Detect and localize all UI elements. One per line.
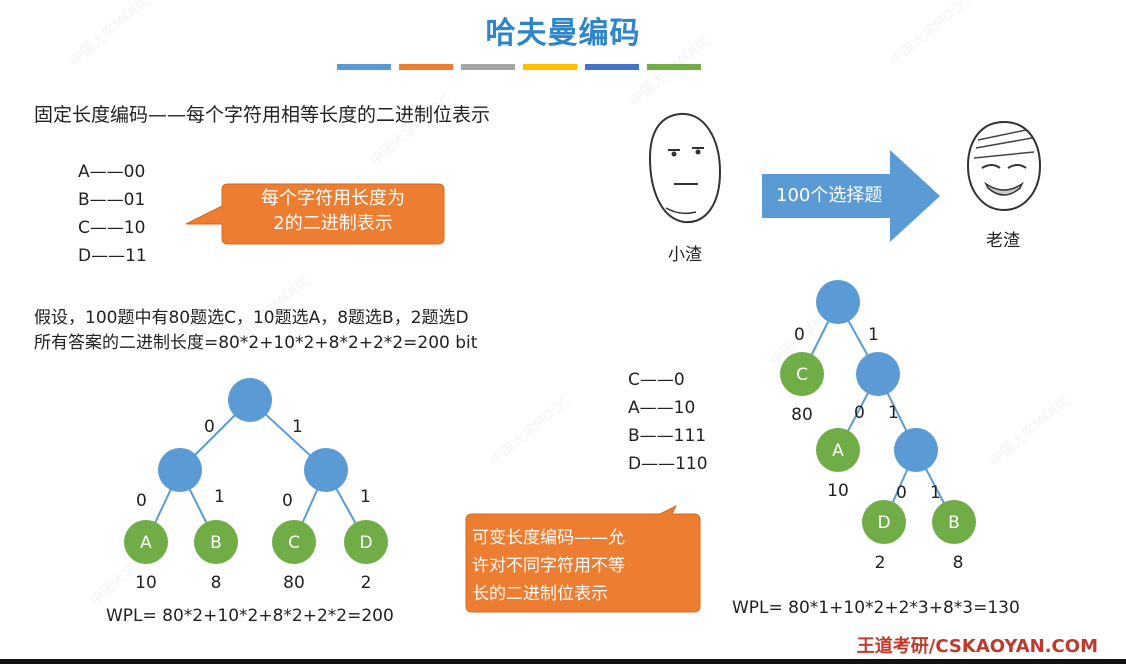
variable-code-item: B——111 — [628, 426, 707, 446]
tree-edge-label: 0 — [204, 417, 215, 437]
tree-leaf-node — [862, 500, 906, 544]
tree-weight-label: 8 — [211, 573, 222, 593]
face-left-label: 小渣 — [668, 245, 702, 265]
fixed-code-item: C——10 — [78, 218, 146, 238]
tree-edge-label: 0 — [794, 325, 805, 345]
tree-edge-label: 0 — [136, 491, 147, 511]
callout-variable-shape — [465, 504, 701, 613]
arrow-label: 100个选择题 — [776, 185, 883, 206]
title-underline-segment — [585, 64, 639, 70]
assumption-line: 假设，100题中有80题选C，10题选A，8题选B，2题选D — [34, 308, 469, 328]
tree-leaf-label: C — [288, 533, 300, 553]
poker-face-icon — [648, 112, 722, 224]
grin-face-icon — [966, 120, 1042, 212]
tree-weight-label: 2 — [361, 573, 372, 593]
variable-code-item: A——10 — [628, 398, 696, 418]
tree-leaf-label: B — [210, 533, 222, 553]
fixed-code-item: A——00 — [78, 162, 146, 182]
brand-footer: 王道考研/CSKAOYAN.COM — [856, 636, 1098, 657]
callout-variable-line: 许对不同字符用不等 — [472, 556, 625, 576]
tree-leaf-node — [780, 352, 824, 396]
face-right-label: 老渣 — [986, 231, 1020, 251]
tree-edge-label: 1 — [888, 403, 899, 423]
tree-edge-label: 1 — [868, 325, 879, 345]
tree-internal-node — [228, 378, 272, 422]
tree-weight-label: 10 — [827, 481, 849, 501]
tree-edge-label: 1 — [360, 487, 371, 507]
callout-variable: 可变长度编码——允 许对不同字符用不等 长的二进制位表示 — [472, 524, 698, 608]
assumption-line: 所有答案的二进制长度=80*2+10*2+8*2+2*2=200 bit — [34, 333, 478, 353]
tree-edge-label: 1 — [930, 483, 941, 503]
fixed-length-heading: 固定长度编码——每个字符用相等长度的二进制位表示 — [34, 104, 491, 126]
bottom-border — [0, 659, 1126, 664]
fixed-code-list: A——00 B——01 C——10 D——11 — [78, 158, 147, 270]
tree-leaf-label: A — [832, 441, 844, 461]
variable-code-list: C——0 A——10 B——111 D——110 — [628, 366, 708, 478]
tree-leaf-label: A — [140, 533, 152, 553]
tree-weight-label: 80 — [791, 405, 813, 425]
arrow-right-icon — [762, 150, 940, 242]
tree-internal-node — [304, 448, 348, 492]
tree-internal-node — [894, 428, 938, 472]
callout-fixed-shape — [185, 183, 445, 245]
watermark: 中国大学MOOC — [487, 392, 575, 470]
title-underline-segment — [523, 64, 577, 70]
tree-weight-label: 10 — [135, 573, 157, 593]
tree-leaf-label: D — [877, 513, 890, 533]
title-underline-segment — [461, 64, 515, 70]
variable-code-item: D——110 — [628, 454, 708, 474]
tree-leaf-node — [816, 428, 860, 472]
tree-edge-label: 0 — [854, 403, 865, 423]
tree-leaf-label: C — [796, 365, 808, 385]
tree-leaf-node — [194, 520, 238, 564]
page-title: 哈夫曼编码 — [485, 16, 641, 51]
tree-weight-label: 8 — [953, 553, 964, 573]
tree-leaf-node — [344, 520, 388, 564]
tree-edge-label: 0 — [896, 483, 907, 503]
tree-edge-label: 0 — [282, 491, 293, 511]
callout-fixed-line: 每个字符用长度为 — [261, 188, 405, 209]
fixed-length-tree: 0 1 0 1 0 1 A B C D 10 8 80 2 — [124, 378, 388, 593]
tree-internal-node — [856, 352, 900, 396]
tree-internal-node — [816, 280, 860, 324]
fixed-code-item: B——01 — [78, 190, 146, 210]
title-underline-segment — [399, 64, 453, 70]
callout-variable-line: 长的二进制位表示 — [472, 584, 608, 604]
title-underline-segment — [647, 64, 701, 70]
tree-weight-label: 2 — [875, 553, 886, 573]
tree-edge-label: 1 — [214, 487, 225, 507]
title-underline-segment — [337, 64, 391, 70]
tree-leaf-label: D — [359, 533, 372, 553]
tree-weight-label: 80 — [283, 573, 305, 593]
tree-leaf-node — [932, 500, 976, 544]
variable-code-item: C——0 — [628, 370, 685, 390]
wpl-huffman: WPL= 80*1+10*2+2*3+8*3=130 — [732, 598, 1020, 618]
tree-leaf-node — [124, 520, 168, 564]
tree-leaf-label: B — [948, 513, 960, 533]
callout-variable-line: 可变长度编码——允 — [472, 528, 625, 548]
tree-leaf-node — [272, 520, 316, 564]
tree-internal-node — [158, 448, 202, 492]
tree-edge-label: 1 — [292, 417, 303, 437]
huffman-tree: 0 1 0 1 0 1 C A D B 80 10 2 8 — [780, 280, 976, 573]
callout-fixed-line: 2的二进制表示 — [273, 213, 393, 234]
wpl-fixed: WPL= 80*2+10*2+8*2+2*2=200 — [106, 606, 394, 626]
fixed-code-item: D——11 — [78, 246, 147, 266]
callout-fixed: 每个字符用长度为 2的二进制表示 — [222, 186, 444, 236]
